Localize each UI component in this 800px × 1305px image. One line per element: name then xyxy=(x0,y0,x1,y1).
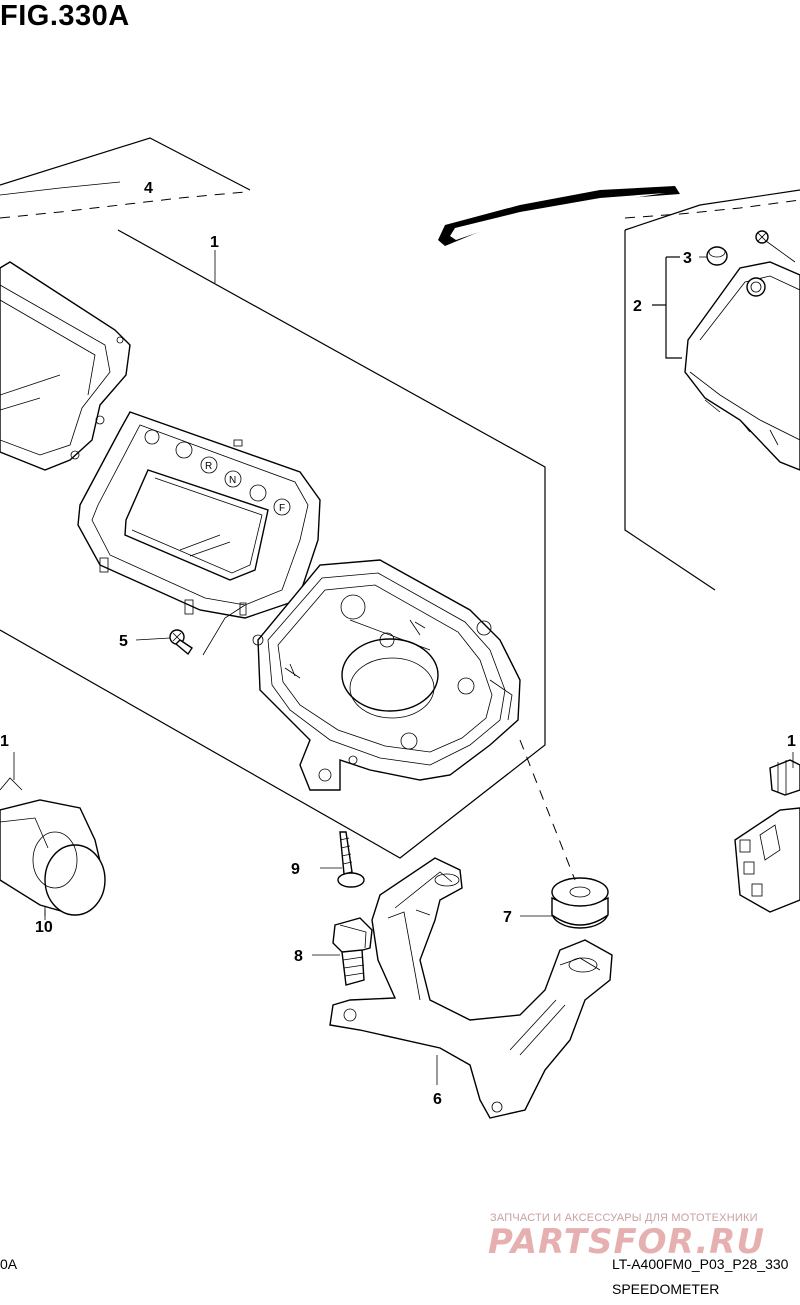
figure-title: FIG.330A xyxy=(0,0,130,32)
callout-9: 9 xyxy=(291,861,300,878)
callout-1: 1 xyxy=(210,234,219,251)
callout-labels: 1 2 3 4 5 6 7 8 9 10 1 1 xyxy=(0,180,796,1108)
display-panel: R N F xyxy=(77,411,321,619)
indicator-r-icon xyxy=(200,456,218,474)
tube-opening xyxy=(341,638,439,712)
callout-8: 8 xyxy=(294,948,303,965)
indicator-n-icon xyxy=(224,470,242,488)
callout-1-right: 1 xyxy=(787,733,796,750)
lower-housing xyxy=(252,559,521,791)
watermark-tagline: ЗАПЧАСТИ И АКСЕССУАРЫ ДЛЯ МОТОТЕХНИКИ xyxy=(490,1212,758,1224)
label-ribbon xyxy=(438,186,680,246)
lcd-window xyxy=(124,469,269,581)
right-meter-case xyxy=(684,261,800,471)
indicator-f-label: F xyxy=(279,503,285,514)
temp-icon xyxy=(249,484,267,502)
callout-4: 4 xyxy=(144,180,153,197)
mounting-bracket-6 xyxy=(329,857,613,1119)
callout-7: 7 xyxy=(503,909,512,926)
watermark-logo: PARTSFOR.RU xyxy=(488,1222,766,1262)
figure-caption: SPEEDOMETER xyxy=(612,1281,720,1297)
figure-code-left: 0A xyxy=(0,1256,18,1272)
model-code: LT-A400FM0_P03_P28_330 xyxy=(612,1256,789,1272)
callout-6: 6 xyxy=(433,1091,442,1108)
indicator-n-label: N xyxy=(229,475,236,486)
screw-5 xyxy=(135,604,246,656)
indicator-r-label: R xyxy=(205,461,212,472)
right-case-knob xyxy=(746,277,766,297)
bracket-2 xyxy=(665,257,682,359)
grommet-7 xyxy=(519,739,609,929)
bolt-8 xyxy=(312,917,373,986)
callout-5: 5 xyxy=(119,633,128,650)
rubber-cap xyxy=(706,246,728,266)
indicator-f-icon xyxy=(273,498,291,516)
lamp-icon xyxy=(144,429,160,445)
connector-right xyxy=(734,759,800,913)
screw-top-right xyxy=(755,230,796,263)
screw-9 xyxy=(320,831,365,888)
assembly-frame xyxy=(0,137,546,859)
right-assembly-frame xyxy=(438,186,800,591)
callout-3: 3 xyxy=(683,250,692,267)
callout-10: 10 xyxy=(35,919,53,936)
leader-lines xyxy=(13,250,794,1085)
callout-1-left: 1 xyxy=(0,733,9,750)
callout-2: 2 xyxy=(633,298,642,315)
meter-case xyxy=(0,261,131,471)
headlight-icon xyxy=(175,441,193,459)
speed-sensor-10 xyxy=(0,777,106,920)
